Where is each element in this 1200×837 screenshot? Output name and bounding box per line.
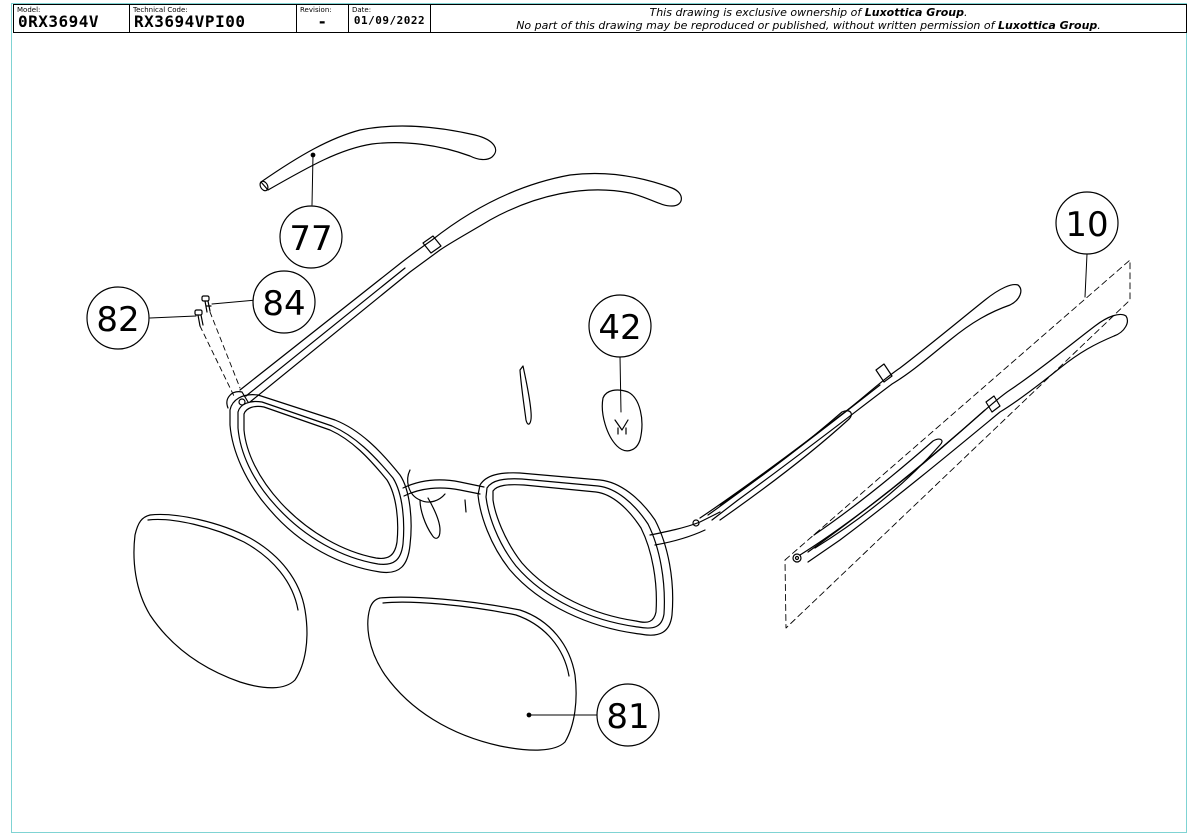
technical-code-label: Technical Code: <box>133 6 188 14</box>
balloon-84-label: 84 <box>262 284 305 324</box>
technical-code-cell: Technical Code: RX3694VPI00 <box>130 5 297 32</box>
ownership-notice: This drawing is exclusive ownership of L… <box>431 5 1186 32</box>
right-temple <box>699 283 1022 521</box>
balloon-42-label: 42 <box>598 308 641 348</box>
revision-value: - <box>317 12 328 31</box>
temple-part-10 <box>784 259 1131 629</box>
temple-tip-77 <box>259 125 497 206</box>
notice-line-2-end: . <box>1097 19 1101 32</box>
revision-cell: Revision: - <box>297 5 349 32</box>
left-temple <box>239 172 682 403</box>
date-cell: Date: 01/09/2022 <box>349 5 431 32</box>
frame-front <box>226 391 721 636</box>
notice-line-2-text: No part of this drawing may be reproduce… <box>516 19 999 32</box>
model-value: 0RX3694V <box>18 12 100 31</box>
date-value: 01/09/2022 <box>353 14 426 27</box>
model-cell: Model: 0RX3694V <box>14 5 130 32</box>
balloon-81: 81 <box>596 683 660 747</box>
balloon-10: 10 <box>1055 191 1119 255</box>
notice-line-1: This drawing is exclusive ownership of L… <box>431 6 1186 19</box>
leader-10 <box>1084 253 1088 298</box>
screws-82-84 <box>149 295 257 397</box>
date-label: Date: <box>352 6 372 14</box>
notice-line-1-text: This drawing is exclusive ownership of <box>649 6 865 19</box>
balloon-81-label: 81 <box>606 697 649 737</box>
drawing-sheet-border <box>11 3 1187 833</box>
notice-line-2-owner: Luxottica Group <box>998 19 1098 32</box>
lenses-81 <box>133 513 601 751</box>
notice-line-2: No part of this drawing may be reproduce… <box>431 19 1186 32</box>
technical-code-value: RX3694VPI00 <box>134 12 246 31</box>
balloon-42: 42 <box>588 294 652 358</box>
balloon-77: 77 <box>279 205 343 269</box>
notice-line-1-end: . <box>964 6 968 19</box>
nose-pad-42 <box>519 355 643 452</box>
notice-line-1-owner: Luxottica Group <box>864 6 965 19</box>
title-block: Model: 0RX3694V Technical Code: RX3694VP… <box>13 4 1187 33</box>
balloon-77-label: 77 <box>289 219 332 259</box>
balloon-84: 84 <box>252 270 316 334</box>
revision-label: Revision: <box>300 6 332 14</box>
balloon-82-label: 82 <box>96 300 139 340</box>
balloon-82: 82 <box>86 286 150 350</box>
balloon-10-label: 10 <box>1065 205 1108 245</box>
model-label: Model: <box>17 6 41 14</box>
